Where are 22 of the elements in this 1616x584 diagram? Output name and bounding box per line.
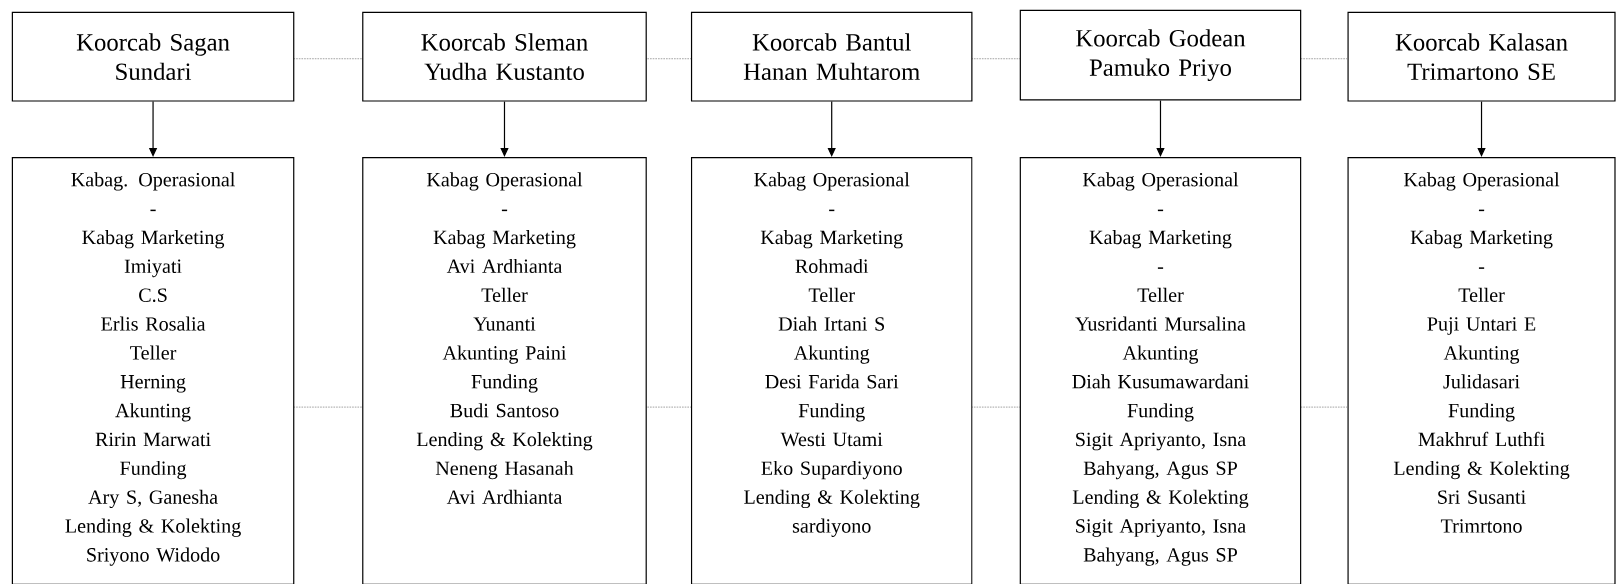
staff-list-box: Kabag. Operasional - Kabag Marketing Imiyati C.S Erlis Rosalia Teller Herning Akunting Ririn Marwati Funding Ary S, Ganesha Lending & Kolekting Sriyono Widodo: [11, 156, 295, 584]
arrow: [827, 100, 836, 157]
title-box: Koorcab Kalasan Trimartono SE: [1347, 11, 1616, 102]
connector-line: [1300, 58, 1348, 59]
staff-list-box: Kabag Operasional - Kabag Marketing - Teller Puji Untari E Akunting Julidasari Funding Makhruf Luthfi Lending & Kolekting Sri Susanti Trimrtono: [1347, 156, 1616, 584]
staff-list-box: Kabag Operasional - Kabag Marketing - Teller Yusridanti Mursalina Akunting Diah Kusumawardani Funding Sigit Apriyanto, Isna Bahyang, Agus SP Lending & Kolekting Sigit Apriyanto, Isna Bahyang, Agus SP: [1019, 156, 1302, 584]
connector-line: [646, 58, 692, 59]
arrow: [1156, 99, 1165, 157]
connector-line: [972, 406, 1020, 408]
connector-line: [646, 406, 692, 408]
staff-list-box: Kabag Operasional - Kabag Marketing Avi Ardhianta Teller Yunanti Akunting Paini Funding Budi Santoso Lending & Kolekting Neneng Hasanah Avi Ardhianta: [362, 156, 647, 584]
title-box: Koorcab Sleman Yudha Kustanto: [362, 11, 647, 102]
arrow: [1477, 100, 1486, 157]
connector-line: [294, 406, 363, 408]
connector-line: [294, 58, 363, 59]
connector-line: [1300, 406, 1348, 408]
title-box: Koorcab Sagan Sundari: [11, 11, 295, 102]
arrow: [500, 100, 509, 157]
connector-line: [972, 58, 1020, 59]
title-box: Koorcab Godean Pamuko Priyo: [1019, 9, 1302, 101]
title-box: Koorcab Bantul Hanan Muhtarom: [690, 11, 973, 102]
staff-list-box: Kabag Operasional - Kabag Marketing Rohmadi Teller Diah Irtani S Akunting Desi Farida Sari Funding Westi Utami Eko Supardiyono Lending & Kolekting sardiyono: [690, 156, 973, 584]
